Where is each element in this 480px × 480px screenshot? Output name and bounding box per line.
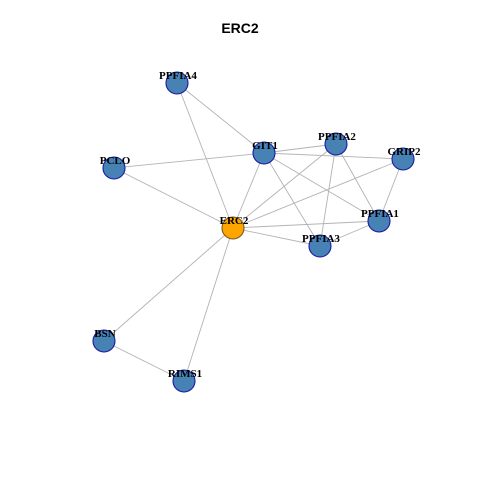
node-erc2[interactable]: ERC2 bbox=[220, 215, 249, 240]
node-ppfia1[interactable]: PPFIA1 bbox=[361, 208, 399, 233]
edge-git1-ppfia1 bbox=[263, 152, 380, 222]
edge-erc2-ppfia1 bbox=[232, 220, 380, 229]
node-git1[interactable]: GIT1 bbox=[252, 140, 278, 165]
node-ppfia4[interactable]: PPFIA4 bbox=[159, 70, 197, 95]
node-label-ppfia3: PPFIA3 bbox=[302, 233, 340, 245]
edge-ppfia2-ppfia1 bbox=[335, 143, 380, 222]
node-label-grip2: GRIP2 bbox=[388, 146, 422, 158]
node-circle-erc2[interactable] bbox=[221, 216, 245, 240]
node-circle-ppfia4[interactable] bbox=[165, 71, 189, 95]
edge-ppfia4-git1 bbox=[176, 82, 265, 154]
node-label-ppfia1: PPFIA1 bbox=[361, 208, 399, 220]
edge-erc2-grip2 bbox=[232, 158, 404, 229]
edge-erc2-bsn bbox=[103, 227, 234, 342]
node-ppfia3[interactable]: PPFIA3 bbox=[302, 233, 340, 258]
node-circle-ppfia2[interactable] bbox=[324, 132, 348, 156]
edge-git1-ppfia2 bbox=[263, 143, 337, 154]
edges-layer bbox=[103, 82, 404, 382]
node-bsn[interactable]: BSN bbox=[92, 328, 116, 353]
node-label-erc2: ERC2 bbox=[220, 215, 249, 227]
edge-erc2-ppfia4 bbox=[176, 82, 234, 229]
edge-erc2-rims1 bbox=[183, 227, 234, 382]
node-label-pclo: PCLO bbox=[100, 155, 131, 167]
edge-git1-grip2 bbox=[263, 152, 404, 160]
node-circle-rims1[interactable] bbox=[172, 369, 196, 393]
node-label-rims1: RIMS1 bbox=[168, 368, 202, 380]
node-ppfia2[interactable]: PPFIA2 bbox=[318, 131, 356, 156]
edge-erc2-ppfia2 bbox=[232, 143, 337, 229]
node-label-bsn: BSN bbox=[94, 328, 115, 340]
node-label-git1: GIT1 bbox=[252, 140, 278, 152]
node-rims1[interactable]: RIMS1 bbox=[168, 368, 202, 393]
node-circle-bsn[interactable] bbox=[92, 329, 116, 353]
node-label-ppfia4: PPFIA4 bbox=[159, 70, 197, 82]
edge-bsn-rims1 bbox=[103, 340, 185, 382]
node-grip2[interactable]: GRIP2 bbox=[388, 146, 422, 171]
node-label-ppfia2: PPFIA2 bbox=[318, 131, 356, 143]
edge-ppfia2-ppfia3 bbox=[319, 143, 337, 247]
edge-git1-ppfia3 bbox=[263, 152, 321, 247]
network-title: ERC2 bbox=[221, 20, 259, 36]
edge-git1-pclo bbox=[113, 152, 265, 169]
node-circle-ppfia3[interactable] bbox=[308, 234, 332, 258]
node-circle-git1[interactable] bbox=[252, 141, 276, 165]
node-circle-ppfia1[interactable] bbox=[367, 209, 391, 233]
edge-erc2-ppfia3 bbox=[232, 227, 321, 247]
node-pclo[interactable]: PCLO bbox=[100, 155, 131, 180]
node-circle-grip2[interactable] bbox=[391, 147, 415, 171]
edge-erc2-git1 bbox=[232, 152, 265, 229]
edge-erc2-pclo bbox=[113, 167, 234, 229]
node-circle-pclo[interactable] bbox=[102, 156, 126, 180]
